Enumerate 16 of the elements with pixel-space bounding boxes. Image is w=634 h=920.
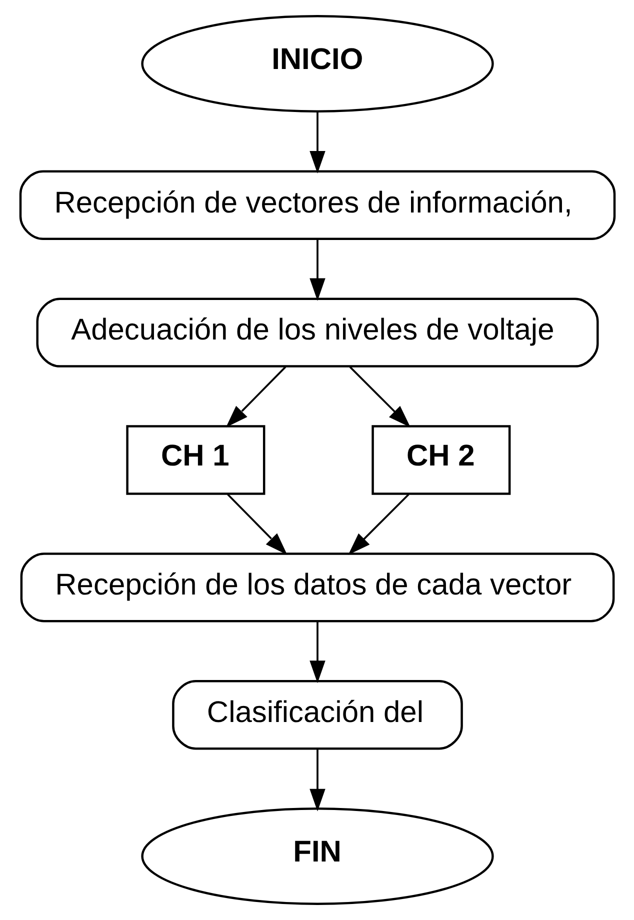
node-ellipse: INICIO bbox=[140, 15, 494, 112]
node-box: Recepción de los datos de cada vector bbox=[20, 552, 614, 622]
arrow bbox=[309, 748, 325, 812]
arrow bbox=[309, 240, 325, 301]
arrow bbox=[348, 494, 409, 555]
node-box: Recepción de vectores de información, bbox=[18, 170, 616, 240]
arrow bbox=[309, 111, 325, 174]
node-box: CH 2 bbox=[371, 425, 510, 495]
node-box: Clasificación del bbox=[172, 680, 462, 750]
node-box: Adecuación de los niveles de voltaje bbox=[36, 298, 598, 368]
node-ellipse: FIN bbox=[140, 807, 494, 905]
node-box: CH 1 bbox=[126, 425, 265, 495]
arrow bbox=[226, 494, 287, 555]
arrow bbox=[225, 366, 286, 428]
arrow bbox=[309, 622, 325, 684]
arrow bbox=[348, 366, 410, 428]
